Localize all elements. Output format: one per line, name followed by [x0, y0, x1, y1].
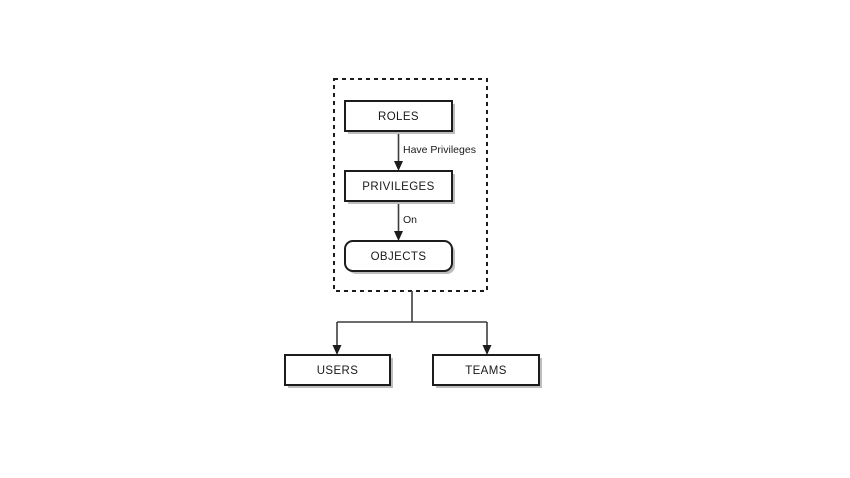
- node-objects-label: OBJECTS: [371, 251, 427, 263]
- node-privileges-label: PRIVILEGES: [362, 181, 434, 193]
- node-users[interactable]: USERS: [284, 354, 393, 388]
- edge-label-have-privileges: Have Privileges: [403, 144, 476, 156]
- privilege-group-frame: [333, 78, 488, 292]
- edge-privileges-to-objects: [394, 201, 403, 241]
- arrowhead-icon: [332, 345, 342, 355]
- arrowhead-icon: [394, 231, 403, 241]
- arrowhead-icon: [482, 345, 492, 355]
- node-teams[interactable]: TEAMS: [432, 354, 542, 388]
- node-objects[interactable]: OBJECTS: [344, 240, 455, 274]
- node-teams-label: TEAMS: [465, 365, 507, 377]
- arrowhead-icon: [394, 161, 403, 171]
- edge-group-to-users-teams: [332, 291, 492, 355]
- node-users-label: USERS: [317, 365, 359, 377]
- node-roles-label: ROLES: [378, 111, 419, 123]
- node-roles[interactable]: ROLES: [344, 100, 455, 134]
- node-privileges[interactable]: PRIVILEGES: [344, 170, 455, 204]
- edge-roles-to-privileges: [394, 131, 403, 171]
- edge-label-on: On: [403, 214, 417, 226]
